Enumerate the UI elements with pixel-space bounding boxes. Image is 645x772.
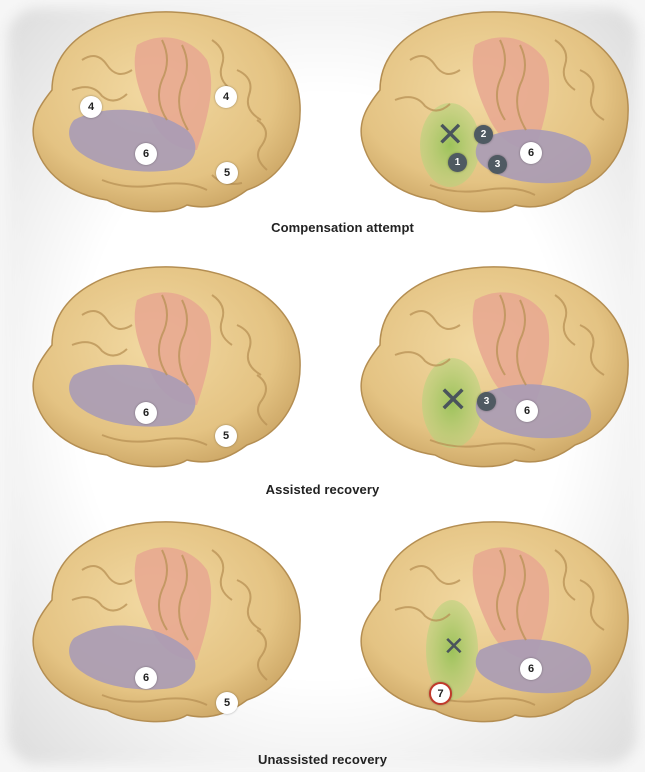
brain-drawing — [12, 0, 312, 215]
right-hemisphere-illustration: ✕ 2 1 3 6 — [340, 0, 640, 215]
region-marker-highlighted: 7 — [429, 682, 452, 705]
left-hemisphere-illustration: 4 4 6 5 — [12, 0, 312, 215]
region-marker: 4 — [80, 96, 102, 118]
brain-drawing — [340, 0, 640, 215]
region-marker: 5 — [216, 692, 238, 714]
region-marker: 4 — [215, 86, 237, 108]
left-hemisphere-illustration: 6 5 — [12, 255, 312, 470]
right-hemisphere-illustration: ✕ 7 6 — [340, 510, 640, 725]
lesion-x-mark: ✕ — [438, 383, 468, 419]
region-marker: 6 — [520, 142, 542, 164]
region-marker: 6 — [135, 667, 157, 689]
region-marker: 5 — [216, 162, 238, 184]
brain-drawing — [12, 510, 312, 725]
brain-drawing — [12, 255, 312, 470]
region-marker: 5 — [215, 425, 237, 447]
right-hemisphere-illustration: ✕ 3 6 — [340, 255, 640, 470]
region-marker: 6 — [520, 658, 542, 680]
region-marker: 6 — [135, 143, 157, 165]
left-hemisphere-illustration: 6 5 — [12, 510, 312, 725]
brain-drawing — [340, 255, 640, 470]
region-marker: 3 — [488, 155, 507, 174]
panel-caption: Compensation attempt — [0, 220, 645, 235]
lesion-x-mark: ✕ — [436, 118, 465, 152]
region-marker: 6 — [516, 400, 538, 422]
brain-drawing — [340, 510, 640, 725]
region-marker: 6 — [135, 402, 157, 424]
panel-caption: Unassisted recovery — [0, 752, 645, 767]
region-marker: 2 — [474, 125, 493, 144]
lesion-x-mark: ✕ — [443, 634, 465, 660]
panel-caption: Assisted recovery — [0, 482, 645, 497]
region-marker: 3 — [477, 392, 496, 411]
region-marker: 1 — [448, 153, 467, 172]
